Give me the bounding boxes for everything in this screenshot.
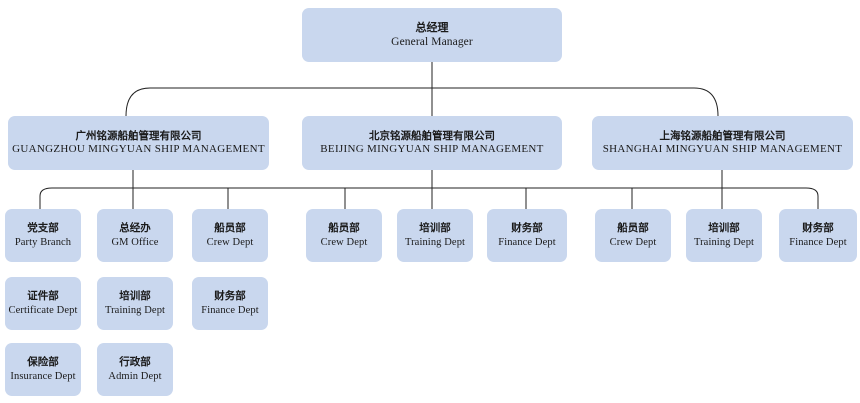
company-name-en: SHANGHAI MINGYUAN SHIP MANAGEMENT (602, 142, 843, 155)
dept-name-en: Crew Dept (206, 236, 254, 248)
gm-title-en: General Manager (391, 35, 473, 48)
company-name-zh: 广州铭源船舶管理有限公司 (75, 129, 202, 142)
company-box-guangzhou: 广州铭源船舶管理有限公司 GUANGZHOU MINGYUAN SHIP MAN… (8, 116, 269, 170)
gm-title-zh: 总经理 (415, 20, 449, 34)
dept-name-en: GM Office (111, 236, 159, 248)
dept-box-sh-training: 培训部 Training Dept (686, 209, 762, 262)
dept-name-zh: 保险部 (27, 356, 59, 369)
connector-gm-bus (125, 87, 719, 117)
dept-box-bj-crew: 船员部 Crew Dept (306, 209, 382, 262)
dept-name-zh: 财务部 (511, 222, 543, 235)
dept-box-gm-office: 总经办 GM Office (97, 209, 173, 262)
dept-name-en: Training Dept (104, 304, 166, 316)
dept-box-gz-crew: 船员部 Crew Dept (192, 209, 268, 262)
dept-box-bj-finance: 财务部 Finance Dept (487, 209, 567, 262)
dept-name-zh: 行政部 (119, 356, 151, 369)
dept-box-party-branch: 党支部 Party Branch (5, 209, 81, 262)
dept-box-sh-crew: 船员部 Crew Dept (595, 209, 671, 262)
dept-name-en: Finance Dept (201, 304, 259, 316)
dept-name-en: Training Dept (404, 236, 466, 248)
dept-name-zh: 培训部 (119, 290, 151, 303)
dept-name-en: Crew Dept (609, 236, 657, 248)
dept-name-zh: 培训部 (419, 222, 451, 235)
dept-box-gz-finance: 财务部 Finance Dept (192, 277, 268, 330)
dept-box-certificate: 证件部 Certificate Dept (5, 277, 81, 330)
dept-name-en: Party Branch (14, 236, 72, 248)
company-name-zh: 上海铭源船舶管理有限公司 (659, 129, 786, 142)
dept-name-zh: 总经办 (119, 222, 151, 235)
dept-name-zh: 财务部 (214, 290, 246, 303)
dept-name-zh: 证件部 (27, 290, 59, 303)
dept-name-en: Finance Dept (789, 236, 847, 248)
dept-box-sh-finance: 财务部 Finance Dept (779, 209, 857, 262)
dept-name-en: Certificate Dept (8, 304, 78, 316)
general-manager-box: 总经理 General Manager (302, 8, 562, 62)
dept-box-bj-training: 培训部 Training Dept (397, 209, 473, 262)
connector-dept-bus (39, 187, 819, 209)
dept-name-zh: 党支部 (27, 222, 59, 235)
dept-name-en: Admin Dept (108, 370, 162, 382)
dept-name-zh: 培训部 (708, 222, 740, 235)
dept-box-insurance: 保险部 Insurance Dept (5, 343, 81, 396)
company-box-shanghai: 上海铭源船舶管理有限公司 SHANGHAI MINGYUAN SHIP MANA… (592, 116, 853, 170)
dept-name-en: Finance Dept (498, 236, 556, 248)
dept-name-zh: 财务部 (802, 222, 834, 235)
company-name-en: BEIJING MINGYUAN SHIP MANAGEMENT (320, 142, 544, 155)
dept-name-zh: 船员部 (328, 222, 360, 235)
company-name-zh: 北京铭源船舶管理有限公司 (369, 129, 495, 142)
dept-name-zh: 船员部 (214, 222, 246, 235)
company-box-beijing: 北京铭源船舶管理有限公司 BEIJING MINGYUAN SHIP MANAG… (302, 116, 562, 170)
dept-name-en: Training Dept (693, 236, 755, 248)
dept-box-admin: 行政部 Admin Dept (97, 343, 173, 396)
dept-name-en: Insurance Dept (10, 370, 76, 382)
dept-name-en: Crew Dept (320, 236, 368, 248)
dept-box-gz-training: 培训部 Training Dept (97, 277, 173, 330)
dept-name-zh: 船员部 (617, 222, 649, 235)
company-name-en: GUANGZHOU MINGYUAN SHIP MANAGEMENT (12, 142, 265, 155)
